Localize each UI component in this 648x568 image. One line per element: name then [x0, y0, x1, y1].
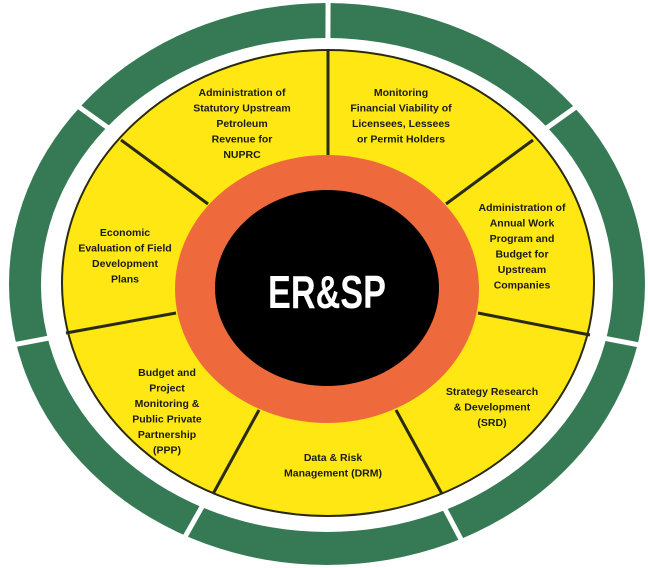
segment-divider [211, 409, 261, 495]
label-line: Plans [111, 274, 139, 286]
segment-divider [65, 311, 177, 335]
label-line: Program and [490, 233, 555, 245]
label-line: & Development [454, 402, 531, 414]
label-line: Monitoring [374, 87, 428, 99]
label-line: Development [92, 258, 158, 270]
core-circle [215, 190, 439, 386]
center-label: ER&SP [268, 266, 386, 318]
segment-divider [477, 311, 591, 337]
label-line: Partnership [138, 429, 196, 441]
label-line: Annual Work [490, 218, 555, 230]
label-line: Licensees, Lessees [352, 118, 450, 130]
label-line: Management (DRM) [284, 468, 382, 480]
label-line: Upstream [498, 264, 546, 276]
label-line: Companies [494, 280, 551, 292]
label-line: (SRD) [477, 417, 506, 429]
label-line: Economic [100, 227, 150, 239]
label-line: Revenue for [212, 134, 273, 146]
label-line: Data & Risk [304, 452, 363, 464]
label-line: NUPRC [223, 149, 261, 161]
segment-divider [445, 138, 534, 206]
label-line: (PPP) [153, 445, 181, 457]
label-line: Administration of [199, 87, 286, 99]
label-line: or Permit Holders [357, 134, 445, 146]
label-line: Public Private [132, 414, 202, 426]
segment-strategy-research-label: Strategy Research & Development (SRD) [446, 386, 538, 429]
label-line: Petroleum [216, 118, 267, 130]
label-line: Monitoring & [135, 398, 200, 410]
label-line: Evaluation of Field [78, 243, 171, 255]
label-line: Administration of [479, 202, 566, 214]
label-line: Budget for [495, 249, 548, 261]
label-line: Financial Viability of [350, 103, 452, 115]
segment-divider [120, 138, 209, 206]
label-line: Budget and [138, 367, 196, 379]
segment-divider [394, 409, 444, 495]
label-line: Strategy Research [446, 386, 538, 398]
label-line: Project [149, 383, 185, 395]
segment-dividers [65, 50, 591, 495]
label-line: Statutory Upstream [193, 103, 290, 115]
